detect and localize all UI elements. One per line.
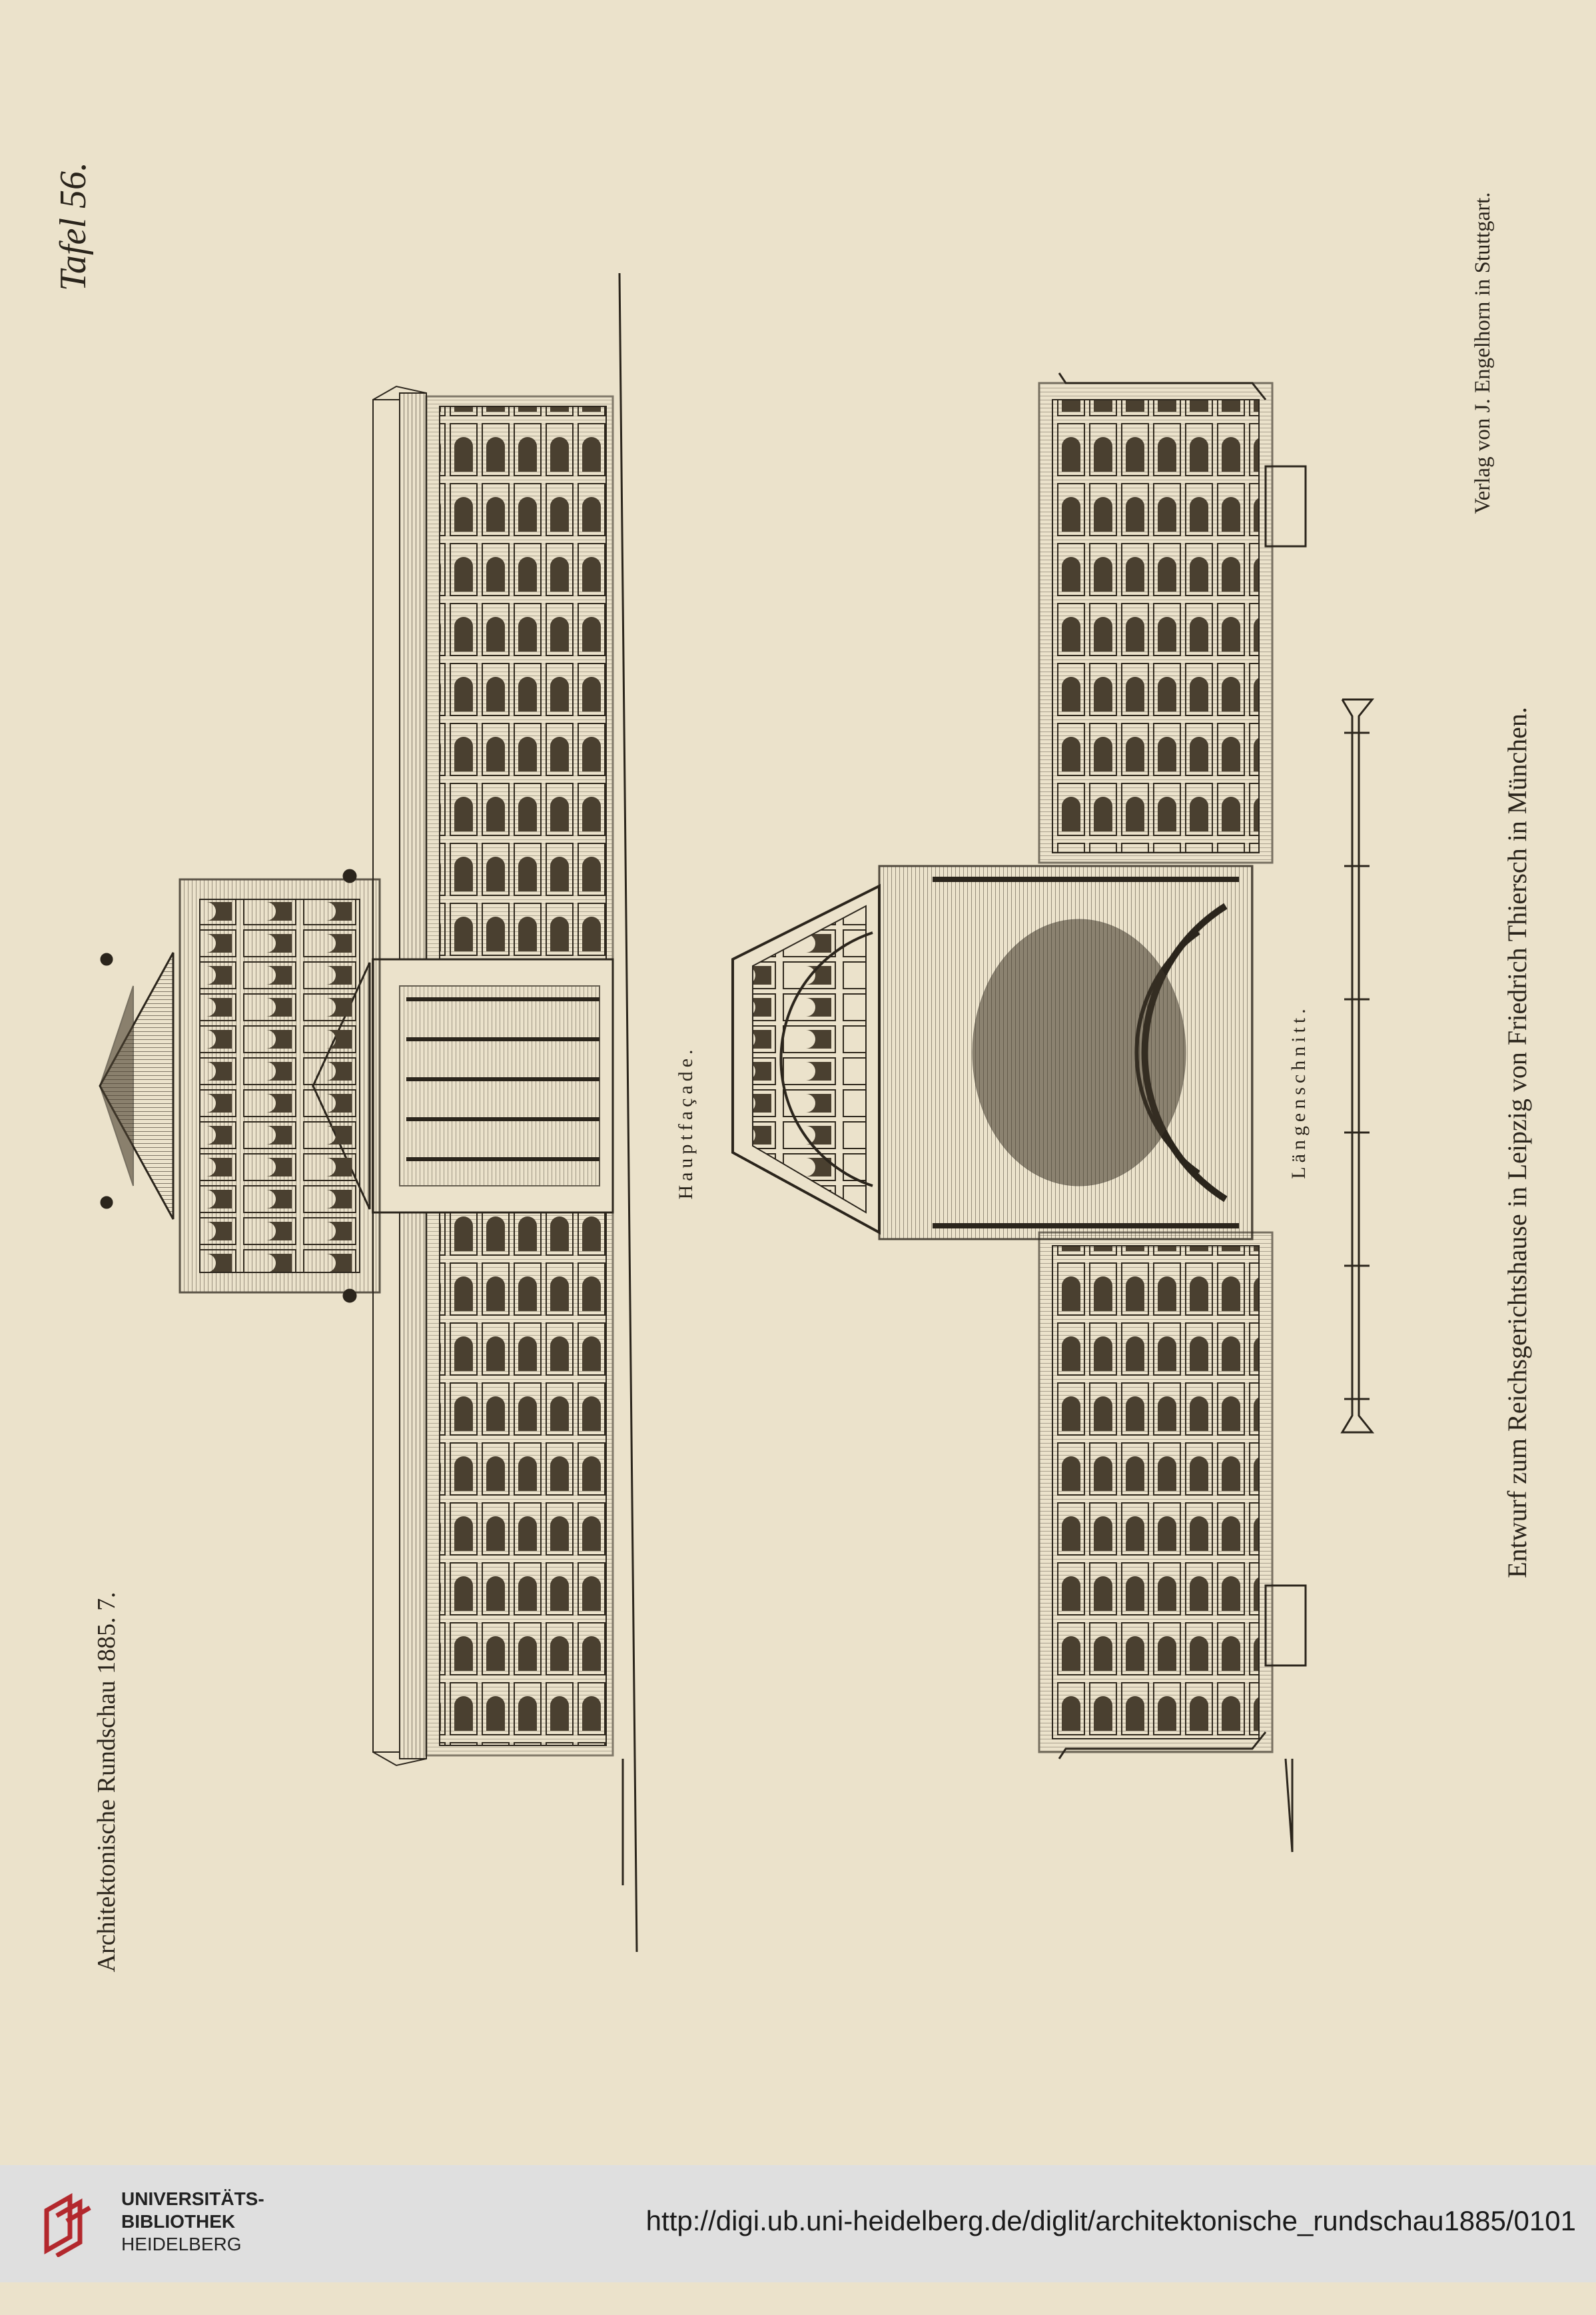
plate-number: Tafel 56.: [53, 162, 94, 291]
draftsman-signatures: [621, 1759, 1294, 1885]
scale-bar: [1340, 698, 1375, 1434]
publisher-line: Verlag von J. Engelhorn in Stuttgart.: [1471, 192, 1495, 514]
institution-line-2: BIBLIOTHEK: [121, 2211, 236, 2232]
series-reference: Architektonische Rundschau 1885. 7.: [93, 1592, 121, 1973]
main-facade-drawing: [99, 272, 638, 1953]
institution-line-1: UNIVERSITÄTS-: [121, 2188, 264, 2209]
facade-label: Hauptfaçade.: [675, 1045, 697, 1200]
library-footer: UNIVERSITÄTS- BIBLIOTHEK HEIDELBERG http…: [0, 2165, 1596, 2282]
plate-caption: Entwurf zum Reichsgerichtshause in Leipz…: [1502, 707, 1532, 1578]
plate-page: Tafel 56. Verlag von J. Engelhorn in Stu…: [53, 162, 1532, 1973]
section-label: Längenschnitt.: [1288, 1005, 1310, 1179]
longitudinal-section-drawing: [731, 372, 1307, 1853]
permalink-url[interactable]: http://digi.ub.uni-heidelberg.de/diglit/…: [645, 2205, 1576, 2236]
institution-line-3: HEIDELBERG: [121, 2234, 242, 2254]
library-logo-icon[interactable]: [40, 2190, 107, 2257]
institution-name[interactable]: UNIVERSITÄTS- BIBLIOTHEK HEIDELBERG: [121, 2188, 264, 2256]
drawings: [99, 272, 1375, 1953]
